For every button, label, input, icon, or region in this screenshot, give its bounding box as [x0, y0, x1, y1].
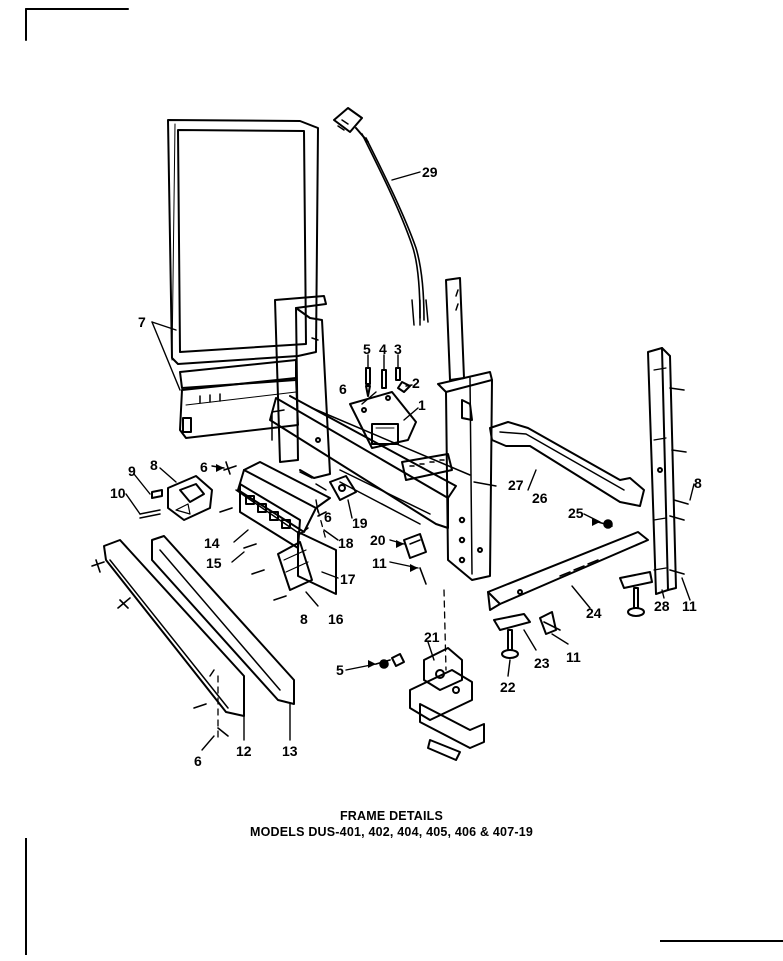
callout-21: 21 [424, 629, 440, 645]
screws [91, 387, 689, 737]
caption-title: FRAME DETAILS [339, 809, 444, 823]
screws-part-5-4-3 [365, 367, 411, 397]
rear-cross-channel [339, 453, 453, 525]
left-side-frame [271, 295, 331, 479]
callout-22: 22 [500, 679, 516, 695]
callout-16: 16 [328, 611, 344, 627]
leader-arrowheads [216, 464, 600, 668]
border-lines [25, 8, 129, 41]
callout-6: 6 [339, 381, 347, 397]
callout-19: 19 [352, 515, 368, 531]
callout-15: 15 [206, 555, 222, 571]
bracket-part-19 [329, 475, 357, 501]
callout-labels: 7 29 5 4 3 2 1 6 6 8 9 10 6 14 15 18 19 … [110, 164, 702, 769]
callout-27: 27 [508, 477, 524, 493]
callout-12: 12 [236, 743, 252, 759]
callout-4: 4 [379, 341, 387, 357]
callout-11: 11 [372, 555, 387, 571]
callout-10: 10 [110, 485, 126, 501]
callout-5: 5 [363, 341, 371, 357]
callout-7: 7 [138, 314, 146, 330]
bottom-rail-part-24 [487, 531, 649, 611]
callout-29: 29 [422, 164, 438, 180]
bracket-part-1 [349, 391, 417, 449]
callout-18: 18 [338, 535, 354, 551]
callout-24: 24 [586, 605, 602, 621]
right-frame-column-part-27 [437, 277, 493, 581]
door-panel-part-7 [167, 119, 319, 439]
callout-8: 8 [694, 475, 702, 491]
control-plate-part-17 [277, 531, 337, 595]
front-channel [269, 395, 471, 529]
dashed-leader-lines [217, 509, 447, 741]
callout-8: 8 [300, 611, 308, 627]
callout-2: 2 [412, 375, 420, 391]
callout-28: 28 [654, 598, 670, 614]
callout-14: 14 [204, 535, 220, 551]
callout-17: 17 [340, 571, 356, 587]
callout-1: 1 [418, 397, 426, 413]
callout-6: 6 [200, 459, 208, 475]
switch-part-8-9-10 [139, 475, 213, 521]
callout-20: 20 [370, 532, 386, 548]
callout-9: 9 [128, 463, 136, 479]
power-cord-part-29 [333, 107, 429, 326]
callout-5: 5 [336, 662, 344, 678]
leveling-leg-part-22-23 [493, 571, 653, 659]
callout-8: 8 [150, 457, 158, 473]
callout-6: 6 [194, 753, 202, 769]
frame-exploded-diagram: 7 29 5 4 3 2 1 6 6 8 9 10 6 14 15 18 19 … [25, 8, 702, 769]
callout-3: 3 [394, 341, 402, 357]
callout-11: 11 [682, 598, 697, 614]
callout-26: 26 [532, 490, 548, 506]
clip-part-20 [403, 533, 427, 559]
rear-rail-part-26 [489, 421, 645, 507]
caption-models: MODELS DUS-401, 402, 404, 405, 406 & 407… [249, 825, 534, 839]
kick-plate-part-13 [151, 535, 295, 705]
callout-11: 11 [566, 649, 581, 665]
callout-6: 6 [324, 509, 332, 525]
right-rear-column-part-28 [647, 347, 677, 595]
valve-assembly-part-21 [391, 647, 485, 761]
callout-13: 13 [282, 743, 298, 759]
callout-23: 23 [534, 655, 550, 671]
switch-block-part-14-15 [239, 483, 301, 549]
callout-25: 25 [568, 505, 584, 521]
